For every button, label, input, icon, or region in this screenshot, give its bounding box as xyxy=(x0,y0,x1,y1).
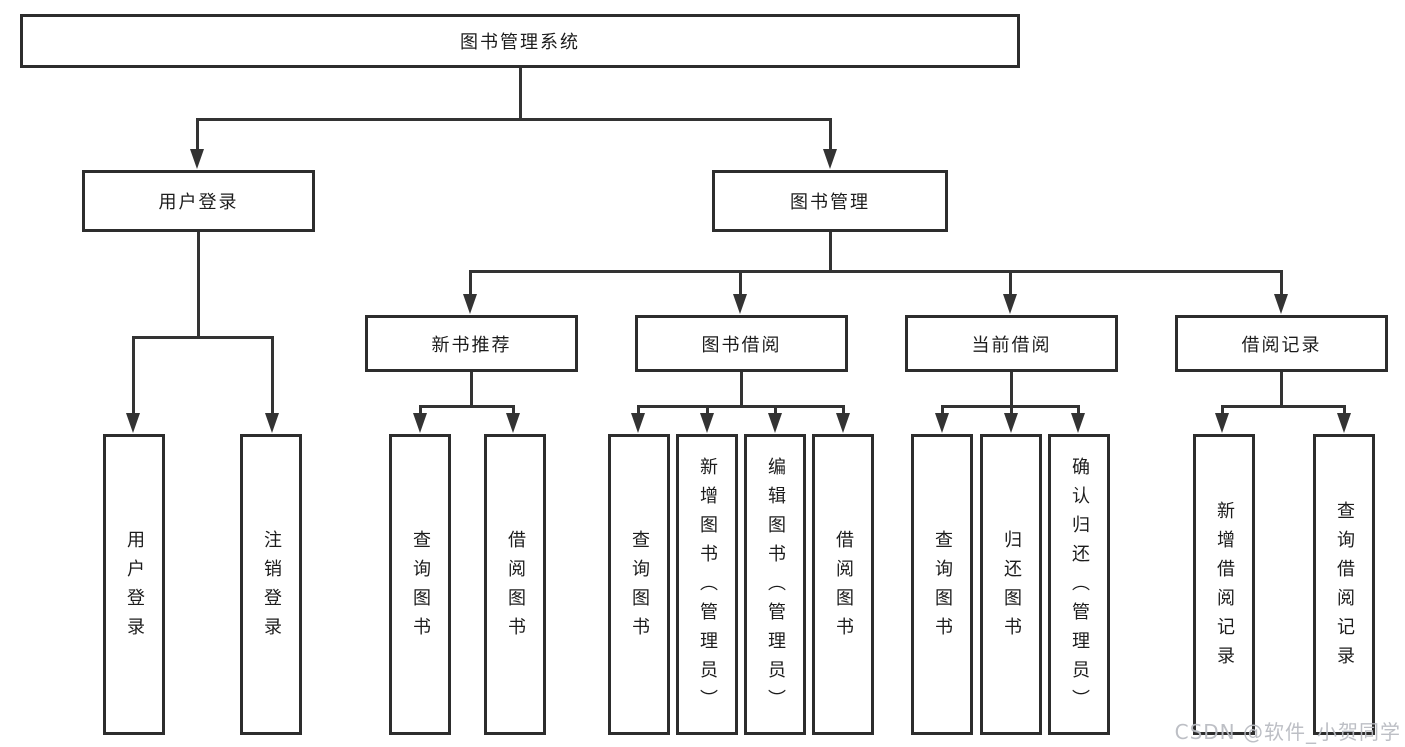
connector-drop-leaf xyxy=(512,405,515,415)
arrow-down-icon xyxy=(1215,413,1229,433)
node-user-login: 用户登录 xyxy=(82,170,315,232)
connector-drop-leaf xyxy=(842,405,845,415)
connector-drop-leaf xyxy=(1221,405,1224,415)
arrow-down-icon xyxy=(768,413,782,433)
connector-bookborrow-stem xyxy=(740,372,743,408)
connector-drop-l3 xyxy=(739,270,742,296)
arrow-down-icon xyxy=(1337,413,1351,433)
connector-drop-leaf xyxy=(774,405,777,415)
connector-drop-leaf xyxy=(637,405,640,415)
arrow-down-icon xyxy=(935,413,949,433)
leaf-edit-book-admin: 编辑图书（管理员） xyxy=(744,434,806,735)
connector-root-stem xyxy=(519,68,522,121)
arrow-down-icon xyxy=(1071,413,1085,433)
arrow-down-icon xyxy=(265,413,279,433)
connector-drop-leaf xyxy=(419,405,422,415)
connector-drop-user-login xyxy=(196,118,199,152)
connector-root-hbar xyxy=(196,118,832,121)
node-book-management: 图书管理 xyxy=(712,170,948,232)
connector-drop-leaf xyxy=(706,405,709,415)
node-borrow-records: 借阅记录 xyxy=(1175,315,1388,372)
connector-drop-leaf xyxy=(271,336,274,416)
arrow-down-icon xyxy=(413,413,427,433)
leaf-query-books-borrow: 查询图书 xyxy=(608,434,670,735)
leaf-borrow-books-recommend: 借阅图书 xyxy=(484,434,546,735)
leaf-query-borrow-record: 查询借阅记录 xyxy=(1313,434,1375,735)
leaf-query-books-current: 查询图书 xyxy=(911,434,973,735)
connector-newbook-stem xyxy=(470,372,473,408)
node-book-borrow: 图书借阅 xyxy=(635,315,848,372)
arrow-down-icon xyxy=(823,149,837,169)
connector-userlogin-stem xyxy=(197,232,200,339)
arrow-down-icon xyxy=(463,294,477,314)
connector-drop-l3 xyxy=(469,270,472,296)
leaf-user-login: 用户登录 xyxy=(103,434,165,735)
arrow-down-icon xyxy=(190,149,204,169)
arrow-down-icon xyxy=(1003,294,1017,314)
arrow-down-icon xyxy=(1004,413,1018,433)
arrow-down-icon xyxy=(631,413,645,433)
arrow-down-icon xyxy=(733,294,747,314)
connector-records-stem xyxy=(1280,372,1283,408)
arrow-down-icon xyxy=(126,413,140,433)
connector-userlogin-hbar xyxy=(132,336,273,339)
connector-drop-leaf xyxy=(132,336,135,416)
arrow-down-icon xyxy=(506,413,520,433)
connector-bookmgmt-hbar xyxy=(469,270,1283,273)
connector-records-hbar xyxy=(1221,405,1346,408)
connector-currentborrow-stem xyxy=(1010,372,1013,408)
connector-bookmgmt-stem xyxy=(829,232,832,273)
connector-newbook-hbar xyxy=(419,405,515,408)
connector-drop-leaf xyxy=(941,405,944,415)
node-library-management-system: 图书管理系统 xyxy=(20,14,1020,68)
leaf-return-book: 归还图书 xyxy=(980,434,1042,735)
arrow-down-icon xyxy=(836,413,850,433)
connector-drop-leaf xyxy=(1010,405,1013,415)
arrow-down-icon xyxy=(700,413,714,433)
connector-drop-leaf xyxy=(1077,405,1080,415)
connector-drop-book-mgmt xyxy=(829,118,832,152)
arrow-down-icon xyxy=(1274,294,1288,314)
leaf-add-book-admin: 新增图书（管理员） xyxy=(676,434,738,735)
leaf-add-borrow-record: 新增借阅记录 xyxy=(1193,434,1255,735)
leaf-confirm-return-admin: 确认归还（管理员） xyxy=(1048,434,1110,735)
csdn-watermark: CSDN @软件_小贺同学 xyxy=(1174,720,1401,744)
leaf-borrow-books: 借阅图书 xyxy=(812,434,874,735)
node-current-borrow: 当前借阅 xyxy=(905,315,1118,372)
connector-drop-l3 xyxy=(1009,270,1012,296)
connector-drop-l3 xyxy=(1280,270,1283,296)
leaf-query-books-recommend: 查询图书 xyxy=(389,434,451,735)
connector-drop-leaf xyxy=(1343,405,1346,415)
node-new-book-recommend: 新书推荐 xyxy=(365,315,578,372)
leaf-logout-login: 注销登录 xyxy=(240,434,302,735)
connector-bookborrow-hbar xyxy=(637,405,845,408)
